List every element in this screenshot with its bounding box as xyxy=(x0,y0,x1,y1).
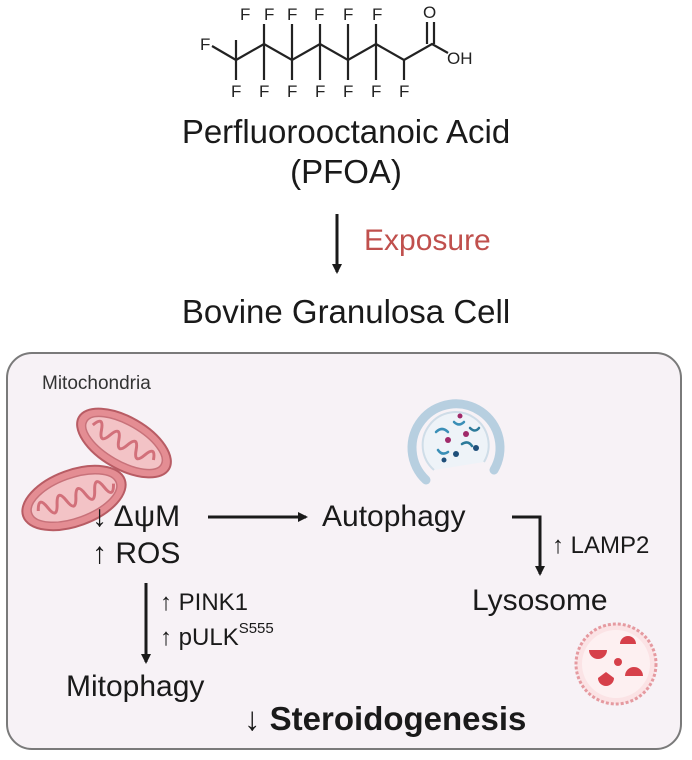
mol-bottom-f-4: F xyxy=(315,82,325,101)
cell-label: Bovine Granulosa Cell xyxy=(181,293,511,330)
pulk-label: ↑ pULKS555 xyxy=(160,620,274,652)
mol-left-f: F xyxy=(200,35,210,54)
exposure-label: Exposure xyxy=(364,224,491,257)
mol-top-f-6: F xyxy=(372,5,382,24)
lysosome-label: Lysosome xyxy=(472,584,608,617)
mol-bottom-f-5: F xyxy=(343,82,353,101)
mitochondria-label: Mitochondria xyxy=(42,373,151,394)
pulk-text: ↑ pULK xyxy=(160,624,239,651)
mol-bottom-f-3: F xyxy=(287,82,297,101)
mol-bottom-f-7: F xyxy=(399,82,409,101)
mol-bottom-f-2: F xyxy=(259,82,269,101)
mitochondria-icon xyxy=(21,407,172,532)
pfoa-structure: F F F F F F O F OH F F F F F F F xyxy=(200,3,473,101)
mol-top-f-1: F xyxy=(240,5,250,24)
pink1-label: ↑ PINK1 xyxy=(160,589,249,616)
mol-carbonyl-o: O xyxy=(423,3,436,22)
mol-bottom-f-6: F xyxy=(371,82,381,101)
lysosome-icon xyxy=(574,622,658,706)
pulk-superscript: S555 xyxy=(238,620,274,637)
mol-top-f-3: F xyxy=(287,5,297,24)
autophagy-label: Autophagy xyxy=(322,500,466,533)
steroidogenesis-label: ↓ Steroidogenesis xyxy=(244,700,527,737)
mol-top-f-2: F xyxy=(264,5,274,24)
ros-label: ↑ ROS xyxy=(92,537,181,570)
lamp2-label: ↑ LAMP2 xyxy=(552,532,650,559)
mol-bottom-f-1: F xyxy=(231,82,241,101)
mol-top-f-5: F xyxy=(343,5,353,24)
compound-name: Perfluorooctanoic Acid xyxy=(181,113,511,150)
membrane-potential-label: ↓ ΔψM xyxy=(92,500,181,533)
compound-abbrev: (PFOA) xyxy=(290,153,402,190)
mitophagy-label: Mitophagy xyxy=(66,670,205,703)
mol-top-f-4: F xyxy=(314,5,324,24)
mol-hydroxyl: OH xyxy=(447,49,473,68)
autophagosome-icon xyxy=(407,399,505,485)
